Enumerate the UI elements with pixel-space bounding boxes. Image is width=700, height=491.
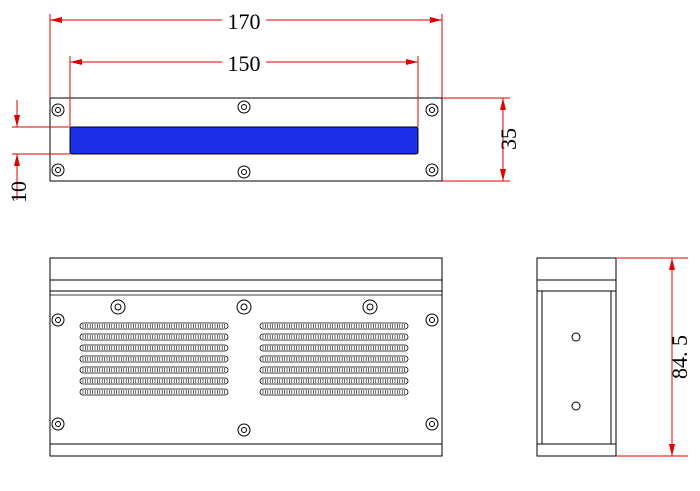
top-body-outline	[49, 257, 443, 457]
front-view: 170 150 35 10	[6, 8, 521, 203]
cooling-fins-left	[79, 322, 229, 396]
fin-slot	[259, 333, 409, 341]
fin-slot	[79, 388, 229, 396]
screw-icon	[237, 165, 251, 179]
screw-icon	[425, 103, 439, 117]
dim-label-84-5: 84. 5	[667, 335, 692, 379]
emission-window	[69, 126, 419, 155]
mount-hole-icon	[571, 401, 581, 411]
fin-slot	[79, 377, 229, 385]
dimension-10: 10	[6, 100, 70, 203]
fin-slot	[259, 355, 409, 363]
dim-label-150: 150	[228, 51, 261, 76]
mount-hole-icon	[571, 332, 581, 342]
dimension-150: 150	[69, 50, 419, 127]
screw-icon	[110, 299, 126, 315]
screw-icon	[425, 313, 439, 327]
dimension-84-5: 84. 5	[616, 257, 692, 457]
front-body-outline	[49, 97, 443, 182]
fin-slot	[79, 344, 229, 352]
dim-label-35: 35	[496, 128, 521, 150]
dim-label-10: 10	[6, 181, 31, 203]
screw-icon	[51, 417, 65, 431]
cooling-fins-right	[259, 322, 409, 396]
screw-icon	[51, 313, 65, 327]
screw-icon	[425, 163, 439, 177]
dimension-35: 35	[442, 97, 521, 182]
side-view: 84. 5	[536, 257, 692, 457]
top-view	[49, 257, 443, 457]
fin-slot	[79, 322, 229, 330]
screw-icon	[362, 299, 378, 315]
fin-slot	[259, 344, 409, 352]
top-screws	[51, 299, 439, 437]
fin-slot	[79, 355, 229, 363]
fin-slot	[259, 366, 409, 374]
screw-icon	[51, 163, 65, 177]
screw-icon	[237, 100, 251, 114]
fin-slot	[79, 333, 229, 341]
fin-slot	[79, 366, 229, 374]
dimension-170: 170	[49, 8, 443, 98]
fin-slot	[259, 377, 409, 385]
fin-slot	[259, 388, 409, 396]
fin-slot	[259, 322, 409, 330]
front-screws	[51, 100, 439, 179]
screw-icon	[236, 299, 252, 315]
dim-label-170: 170	[228, 9, 261, 34]
screw-icon	[51, 103, 65, 117]
screw-icon	[237, 423, 251, 437]
side-body-outline	[536, 257, 617, 457]
screw-icon	[425, 417, 439, 431]
